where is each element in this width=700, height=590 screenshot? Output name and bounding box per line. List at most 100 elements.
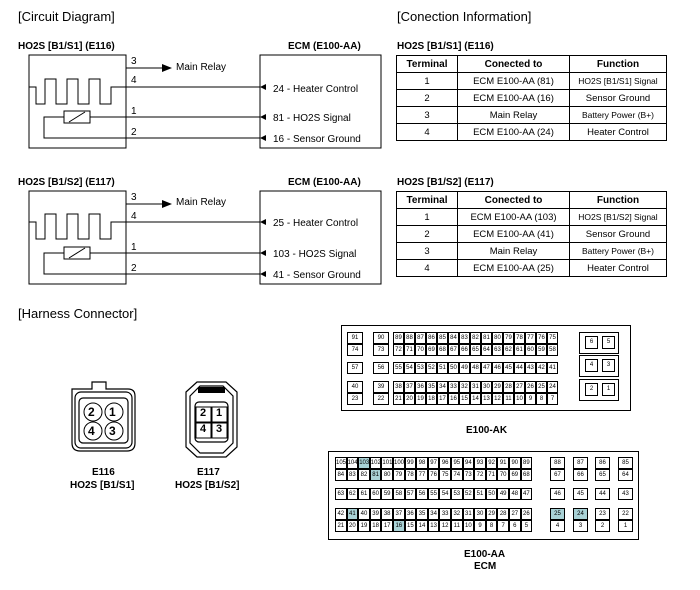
table-header: Conected to xyxy=(457,191,570,209)
e117-latch xyxy=(198,387,225,393)
connector-pin: 53 xyxy=(451,488,463,500)
connector-pin: 15 xyxy=(404,520,417,532)
circuit2-heater-control-label: 25 - Heater Control xyxy=(273,218,359,229)
connector-pin: 57 xyxy=(404,488,417,500)
connector-pin: 63 xyxy=(492,344,503,356)
connector-pin: 7 xyxy=(547,393,558,405)
connector-pin: 64 xyxy=(481,344,492,356)
connector-pin: 30 xyxy=(481,381,492,393)
table-row: 3 Main Relay Battery Power (B+) xyxy=(396,106,667,124)
table-cell: Battery Power (B+) xyxy=(569,242,667,260)
table-cell: Battery Power (B+) xyxy=(569,106,667,124)
e116-name-label: HO2S [B1/S1] xyxy=(70,480,135,491)
circuit1-pin-4: 4 xyxy=(131,75,137,86)
connector-pin: 85 xyxy=(618,457,633,469)
connector-pin: 68 xyxy=(437,344,448,356)
connector-pin: 80 xyxy=(381,469,393,481)
connector-pin: 100 xyxy=(393,457,405,469)
connector-pin: 50 xyxy=(448,362,459,374)
connector-pin: 47 xyxy=(481,362,492,374)
connector-pin: 26 xyxy=(525,381,536,393)
connector-pin: 4 xyxy=(550,520,565,532)
circuit1-heater-symbol xyxy=(29,78,126,105)
connector-pin: 9 xyxy=(525,393,536,405)
connector-pin: 16 xyxy=(448,393,459,405)
table-cell: ECM E100-AA (41) xyxy=(457,225,570,243)
circuit1-pin-1: 1 xyxy=(131,106,137,117)
connector-pin: 38 xyxy=(393,381,404,393)
connector-pin: 75 xyxy=(439,469,451,481)
circuit1-ecm-box xyxy=(259,54,382,149)
connector-pin: 62 xyxy=(346,488,359,500)
table-cell: 4 xyxy=(396,259,458,277)
connector-pin: 4 xyxy=(585,359,598,372)
connector-pin: 6 xyxy=(585,336,598,349)
connector-pin: 48 xyxy=(470,362,481,374)
connector-pin: 78 xyxy=(514,332,525,344)
circuit1-main-relay-label: Main Relay xyxy=(176,62,227,73)
connector-pin: 1 xyxy=(602,383,615,396)
connector-pin: 87 xyxy=(573,457,588,469)
connector-pin: 28 xyxy=(497,508,509,520)
connector-pin: 99 xyxy=(404,457,417,469)
connector-pin: 94 xyxy=(462,457,475,469)
connector-pin: 70 xyxy=(497,469,509,481)
connector-pin: 89 xyxy=(393,332,404,344)
connector-pin: 63 xyxy=(335,488,347,500)
connector-pin: 61 xyxy=(514,344,525,356)
connector-pin: 67 xyxy=(448,344,459,356)
connector-pin: 16 xyxy=(393,520,405,532)
connector-pin: 18 xyxy=(369,520,382,532)
connector-pin: 32 xyxy=(451,508,463,520)
connector-pin: 29 xyxy=(492,381,503,393)
table-cell: 2 xyxy=(396,225,458,243)
connector-pin: 9 xyxy=(474,520,486,532)
connector-pin: 73 xyxy=(462,469,475,481)
table-header-row: Terminal Conected to Function xyxy=(396,55,667,73)
connector-pin: 40 xyxy=(358,508,370,520)
circuit2-heater-symbol xyxy=(29,213,126,240)
circuit2-pin-4: 4 xyxy=(131,211,137,222)
connector-pin: 8 xyxy=(536,393,547,405)
table-cell: ECM E100-AA (25) xyxy=(457,259,570,277)
connector-pin: 27 xyxy=(509,508,521,520)
connector-pin: 5 xyxy=(602,336,615,349)
table-row: 2 ECM E100-AA (16) Sensor Ground xyxy=(396,89,667,107)
connector-pin: 25 xyxy=(550,508,565,520)
connector-pin: 78 xyxy=(404,469,417,481)
table-cell: HO2S [B1/S1] Signal xyxy=(569,72,667,90)
connector-pin: 62 xyxy=(503,344,514,356)
circuit2-main-relay-label: Main Relay xyxy=(176,197,227,208)
connector-pin: 18 xyxy=(426,393,437,405)
connector-pin: 45 xyxy=(503,362,514,374)
circuit1-pin-2: 2 xyxy=(131,127,137,138)
connector-pin: 84 xyxy=(448,332,459,344)
connector-pin: 22 xyxy=(373,393,389,405)
table-cell: 2 xyxy=(396,89,458,107)
connector-pin: 49 xyxy=(459,362,470,374)
connector-pin: 71 xyxy=(404,344,415,356)
circuit2-ground-label: 41 - Sensor Ground xyxy=(273,270,361,281)
connector-pin: 51 xyxy=(437,362,448,374)
table-row: 2 ECM E100-AA (41) Sensor Ground xyxy=(396,225,667,243)
connector-pin: 73 xyxy=(373,344,389,356)
connector-pin: 35 xyxy=(426,381,437,393)
connector-pin: 3 xyxy=(602,359,615,372)
connector-pin: 20 xyxy=(404,393,415,405)
connector-pin: 69 xyxy=(509,469,521,481)
connector-pin: 1 xyxy=(618,520,633,532)
table-cell: Main Relay xyxy=(457,106,570,124)
table-row: 4 ECM E100-AA (25) Heater Control xyxy=(396,259,667,277)
table-row: 1 ECM E100-AA (103) HO2S [B1/S2] Signal xyxy=(396,208,667,226)
e117-connector-housing xyxy=(185,381,238,458)
connector-pin: 69 xyxy=(426,344,437,356)
connector-pin: 29 xyxy=(485,508,498,520)
e100-aa-label: E100-AA xyxy=(464,549,506,560)
connector-pin: 42 xyxy=(335,508,347,520)
connector-pin: 19 xyxy=(358,520,370,532)
connector-pin: 17 xyxy=(381,520,393,532)
connector-pin: 53 xyxy=(415,362,426,374)
table-cell: Heater Control xyxy=(569,123,667,141)
connector-pin: 70 xyxy=(415,344,426,356)
e116-pin: 3 xyxy=(109,424,116,438)
